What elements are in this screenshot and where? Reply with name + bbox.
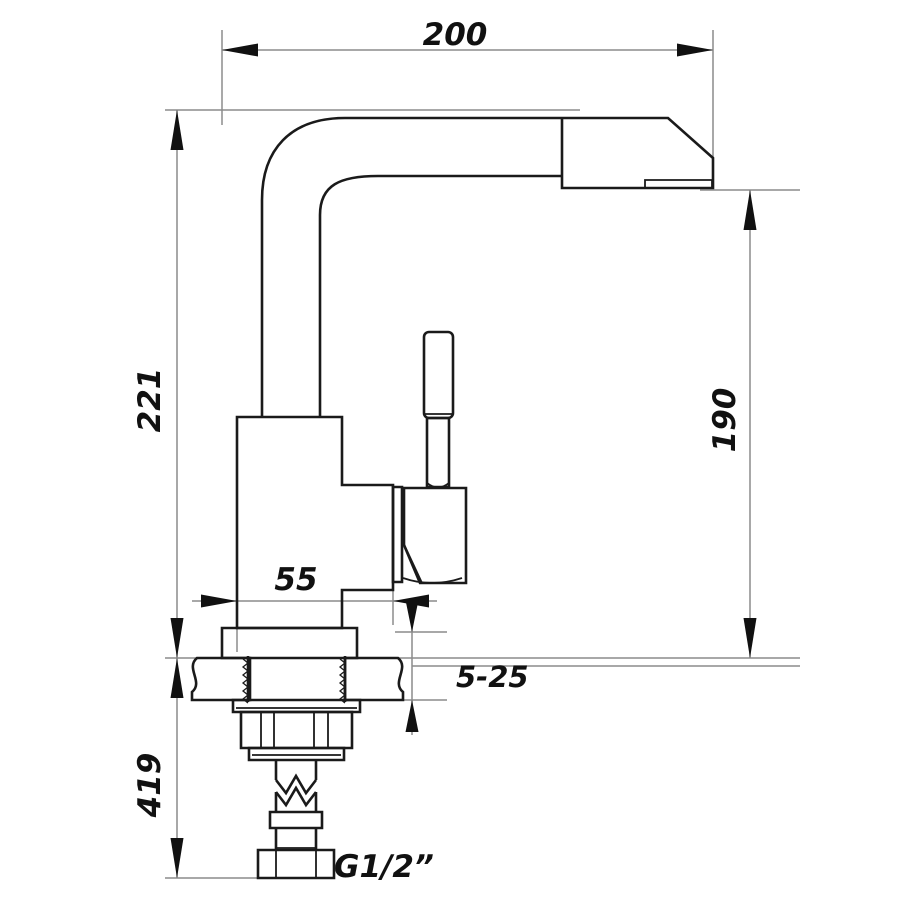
dimension-text-layer: 200 221 190 419 55 5-25 G1/2” (132, 17, 743, 885)
dim-label-221: 221 (132, 368, 168, 433)
lever-grip (422, 330, 455, 420)
mounting-nut-ribs (260, 712, 329, 748)
dim-label-190: 190 (707, 388, 743, 453)
countertop-right-section (343, 656, 405, 702)
supply-hex-nut (256, 848, 336, 880)
supply-hex-nut-facets (275, 850, 317, 878)
arrowhead-419-top (170, 658, 184, 698)
supply-tube-break-upper (274, 773, 318, 796)
arrowhead-221-bottom (170, 618, 184, 658)
annotation-label-g-half: G1/2” (334, 849, 434, 885)
shank-thread-hatching (241, 658, 347, 704)
arrowhead-190-bottom (743, 618, 757, 658)
lever-stem (425, 416, 451, 489)
mounting-nut (239, 710, 354, 750)
spout-head-block (560, 116, 715, 190)
arrowhead-221-top (170, 110, 184, 150)
dim-label-55: 55 (274, 562, 317, 598)
lever-seat-block (391, 485, 404, 584)
lever-block-angle-edge (401, 539, 423, 584)
supply-tube-upper (274, 760, 318, 780)
dimension-lines-layer (165, 30, 800, 879)
dim-label-419: 419 (132, 753, 168, 819)
mounting-washer (231, 698, 362, 714)
spout-inner-profile (318, 174, 562, 417)
tube-lower-section (274, 828, 318, 850)
lever-block (402, 486, 468, 585)
faucet-outline-layer (190, 116, 715, 880)
supply-tube-break-lower (274, 785, 318, 808)
arrowhead-525-bottom (405, 700, 419, 732)
dim-label-200: 200 (423, 17, 488, 53)
spout-outer-profile (260, 116, 560, 417)
lever-block-bottom-curve (402, 577, 463, 584)
escutcheon-flange (220, 626, 359, 660)
arrowhead-200-right (677, 43, 713, 57)
arrowhead-200-left (222, 43, 258, 57)
arrowhead-55-left (201, 594, 237, 608)
nut-bottom-plate (247, 746, 346, 762)
aerator-lip (644, 179, 713, 189)
arrowhead-419-bottom (170, 838, 184, 878)
arrowhead-190-top (743, 190, 757, 230)
tube-collar (268, 810, 324, 830)
dim-label-5-25: 5-25 (456, 660, 529, 694)
arrowhead-525-top (405, 600, 419, 632)
supply-tube-lower (274, 792, 318, 812)
countertop-left-section (190, 656, 252, 702)
lever-stem-base-curve (426, 482, 450, 489)
